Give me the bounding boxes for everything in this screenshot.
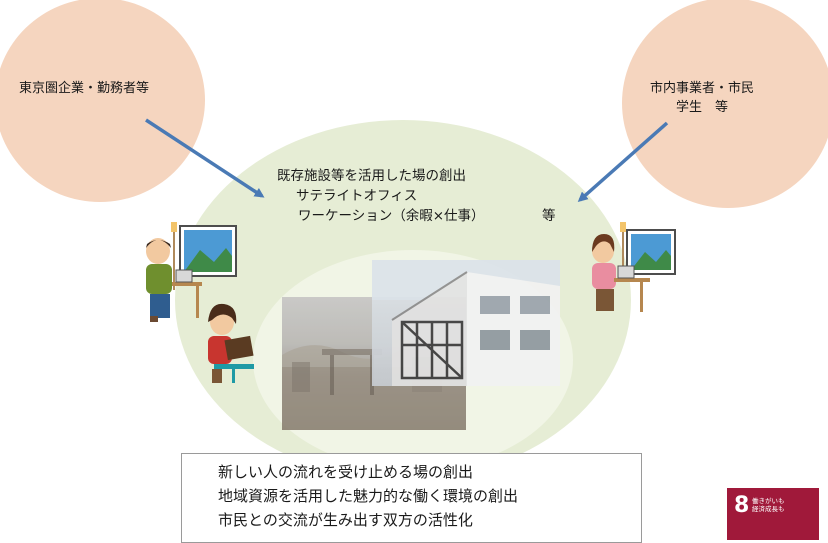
center-heading: 既存施設等を活用した場の創出 [277, 168, 466, 184]
left-circle-label: 東京圏企業・勤務者等 [19, 81, 150, 96]
left-circle [0, 0, 205, 202]
center-item-satellite: サテライトオフィス [296, 188, 418, 204]
right-arrow [577, 121, 669, 202]
right-circle [622, 0, 828, 208]
woman-laptop-illustration [208, 303, 254, 383]
sdg-number: 8 [734, 493, 750, 518]
outcome-line-3: 市民との交流が生み出す双方の活性化 [218, 511, 473, 529]
man-working-illustration [146, 222, 237, 322]
sdg-badge [727, 488, 819, 540]
woman-working-illustration [592, 222, 676, 312]
center-item-workation: ワーケーション（余暇×仕事） [298, 208, 485, 224]
center-suffix: 等 [542, 208, 556, 224]
outcome-box [181, 453, 642, 543]
sdg-title-line-2: 経済成長も [752, 505, 785, 513]
sdg-title-line-1: 働きがいも [752, 497, 785, 505]
right-circle-label: 市内事業者・市民 学生 等 [650, 81, 755, 115]
left-arrow [145, 118, 265, 198]
building-photo [372, 260, 560, 386]
outcome-line-2: 地域資源を活用した魅力的な働く環境の創出 [218, 487, 519, 505]
outcome-line-1: 新しい人の流れを受け止める場の創出 [218, 463, 474, 481]
